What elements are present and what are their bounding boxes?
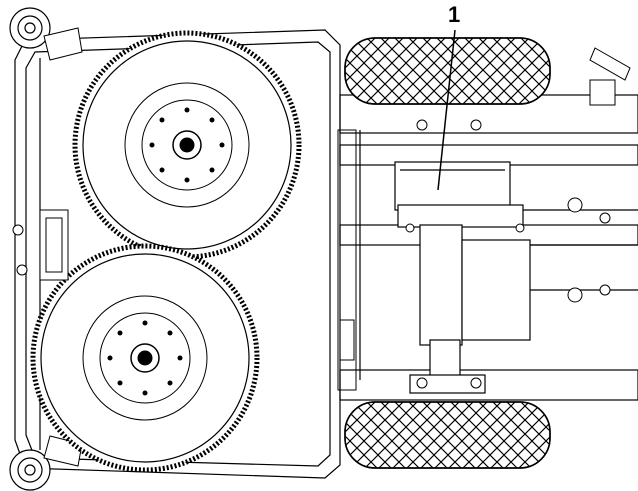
roller-bottom-left	[9, 449, 51, 491]
mount-bolts	[405, 119, 525, 389]
roller-top-left	[9, 7, 51, 49]
corner-brackets	[43, 27, 83, 467]
latch-left	[12, 209, 69, 281]
callout-label: 1	[448, 2, 461, 27]
right-hardware	[567, 47, 631, 303]
callout-leader-line	[437, 29, 456, 191]
lower-blade	[30, 243, 260, 473]
center-channel	[337, 129, 357, 391]
transmission-unit	[394, 161, 531, 394]
bottom-tire	[344, 401, 551, 469]
upper-blade	[72, 30, 302, 260]
